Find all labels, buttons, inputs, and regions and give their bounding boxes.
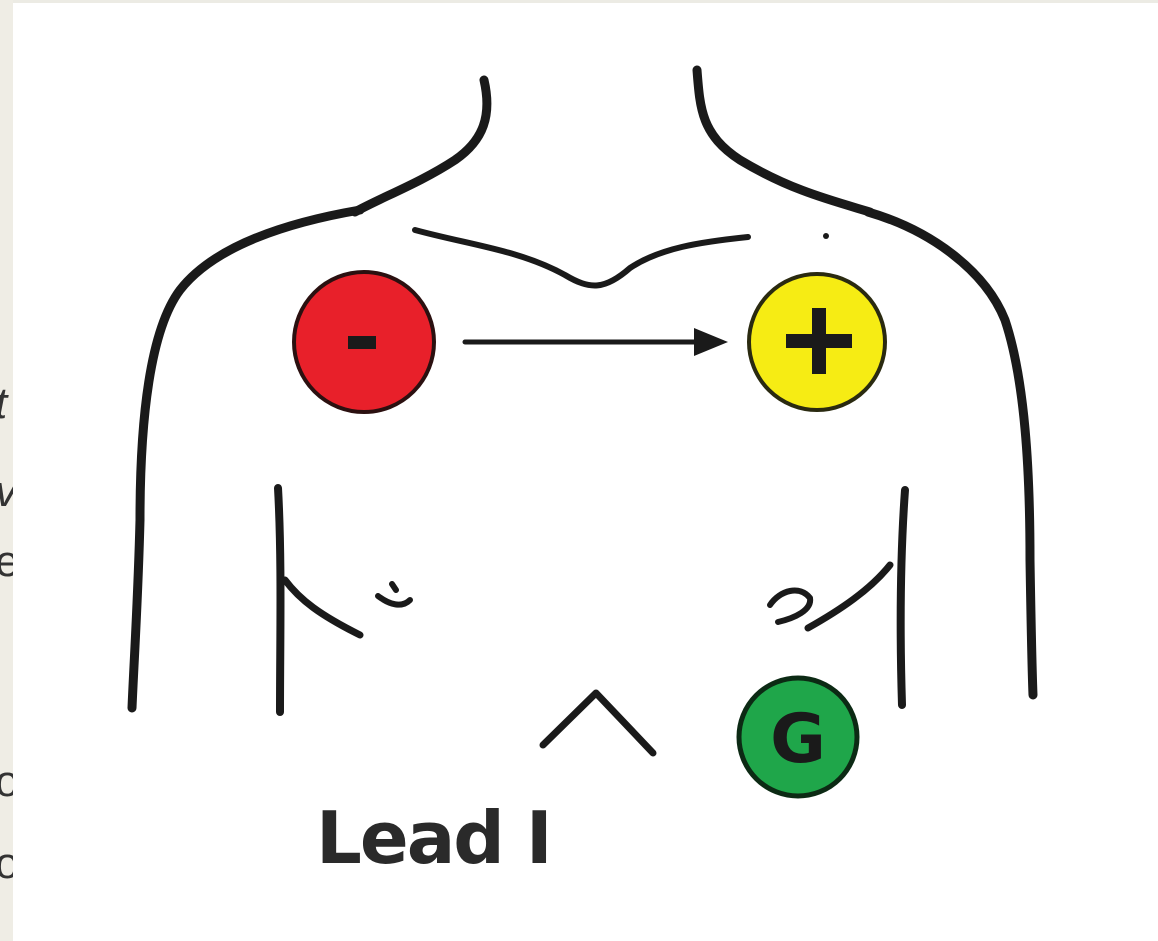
ground-symbol: G bbox=[770, 700, 826, 779]
negative-electrode bbox=[294, 272, 434, 412]
minus-symbol bbox=[348, 336, 376, 349]
left-nipple-mark bbox=[378, 584, 410, 605]
right-nipple-mark bbox=[770, 591, 810, 622]
clavicle-line bbox=[415, 230, 748, 285]
plus-symbol-v bbox=[812, 308, 826, 374]
neck-left-outline bbox=[355, 80, 487, 212]
left-arm-line bbox=[278, 488, 281, 712]
clavicle-dot bbox=[823, 233, 829, 239]
shoulder-right-outline bbox=[868, 212, 1033, 695]
arrow-head bbox=[694, 328, 728, 356]
ground-electrode: G bbox=[739, 678, 857, 796]
neck-right-outline bbox=[697, 70, 870, 212]
right-ribcage-line bbox=[808, 565, 890, 628]
right-arm-line bbox=[901, 490, 905, 705]
sternum-chevron bbox=[543, 693, 653, 753]
positive-electrode bbox=[749, 274, 885, 410]
left-ribcage-line bbox=[285, 580, 360, 635]
lead-label: Lead I bbox=[316, 802, 551, 874]
